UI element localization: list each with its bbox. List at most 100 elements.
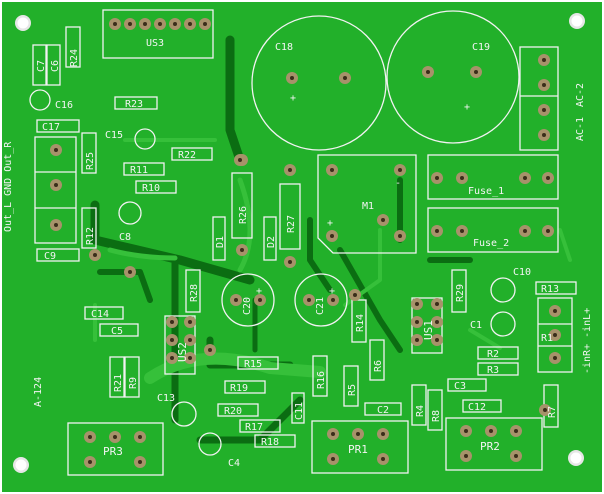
label-c8: C8 <box>119 232 131 243</box>
label-fuse-2: Fuse_2 <box>473 238 509 249</box>
label-c14: C14 <box>91 309 109 320</box>
label-c20-plus: + <box>256 286 262 297</box>
pad-drill <box>435 176 439 180</box>
label-r3: R3 <box>487 365 499 376</box>
pad-drill <box>381 218 385 222</box>
pad-drill <box>460 176 464 180</box>
label-c21: C21 <box>315 297 326 315</box>
pad-drill <box>435 338 439 342</box>
pad-drill <box>353 293 357 297</box>
pad-drill <box>128 270 132 274</box>
label-r5: R5 <box>347 384 358 396</box>
label-c5: C5 <box>111 326 123 337</box>
label-r26: R26 <box>238 206 249 224</box>
label-ac2: AC-2 <box>575 83 586 107</box>
pad-drill <box>542 133 546 137</box>
label-r2: R2 <box>487 349 499 360</box>
mounting-holes <box>13 13 585 473</box>
pad-drill <box>170 356 174 360</box>
label-c21-plus: + <box>329 286 335 297</box>
label-r1: R1 <box>541 333 553 344</box>
label-r28: R28 <box>189 284 200 302</box>
pad-drill <box>331 298 335 302</box>
label-c16: C16 <box>55 100 73 111</box>
pad-drill <box>288 260 292 264</box>
label-fuse-1: Fuse_1 <box>468 186 504 197</box>
pad-drill <box>234 298 238 302</box>
label-m1-minus: - <box>395 178 401 189</box>
label-c12: C12 <box>468 402 486 413</box>
pad-drill <box>188 320 192 324</box>
label-c6: C6 <box>50 60 61 72</box>
label-r27: R27 <box>286 215 297 233</box>
label-r12: R12 <box>85 227 96 245</box>
label-d1: D1 <box>215 236 226 248</box>
label-r10: R10 <box>142 183 160 194</box>
label-r19: R19 <box>230 383 248 394</box>
silkscreen-labels: US3 C18 C19 + + AC-2 AC-1 R24 C7 C6 C16 … <box>3 38 593 469</box>
pad-drill <box>398 234 402 238</box>
label-r18: R18 <box>261 437 279 448</box>
label-c7: C7 <box>36 60 47 72</box>
pad-drill <box>542 108 546 112</box>
pad-drill <box>381 432 385 436</box>
label-inr-inl: -inR+ -inL+ <box>582 308 593 374</box>
pad-drill <box>188 338 192 342</box>
label-r4: R4 <box>415 405 426 417</box>
pad-drill <box>138 435 142 439</box>
pad-drill <box>188 22 192 26</box>
pad-drill <box>553 333 557 337</box>
pad-drill <box>553 309 557 313</box>
label-pr2: PR2 <box>480 440 500 453</box>
pad-drill <box>93 253 97 257</box>
label-r29: R29 <box>455 284 466 302</box>
label-c9: C9 <box>44 251 56 262</box>
pad-drill <box>464 454 468 458</box>
label-us2: US2 <box>176 342 189 362</box>
pad-drill <box>435 302 439 306</box>
silkscreen-outlines <box>29 9 577 476</box>
pad-drill <box>542 58 546 62</box>
label-r6: R6 <box>373 360 384 372</box>
pad-drill <box>460 229 464 233</box>
pad-drill <box>553 356 557 360</box>
pad-drill <box>173 22 177 26</box>
label-pr3: PR3 <box>103 445 123 458</box>
label-r8: R8 <box>431 410 442 422</box>
pad-drill <box>415 338 419 342</box>
pad-drill <box>331 457 335 461</box>
label-c10: C10 <box>513 267 531 278</box>
label-c4: C4 <box>228 458 240 469</box>
label-r21: R21 <box>113 374 124 392</box>
pad-drill <box>474 70 478 74</box>
label-r15: R15 <box>244 359 262 370</box>
pad-drill <box>546 176 550 180</box>
pad-drill <box>128 22 132 26</box>
pad-drill <box>138 460 142 464</box>
pad-drill <box>415 302 419 306</box>
label-c13: C13 <box>157 393 175 404</box>
label-r14: R14 <box>355 314 366 332</box>
pad-drill <box>113 435 117 439</box>
label-ac1: AC-1 <box>575 117 586 141</box>
pad-drill <box>330 168 334 172</box>
pad-drill <box>514 454 518 458</box>
pad-drill <box>88 460 92 464</box>
label-r22: R22 <box>178 150 196 161</box>
pad-drill <box>356 432 360 436</box>
pad-drill <box>398 168 402 172</box>
label-c20: C20 <box>242 297 253 315</box>
pad-drill <box>170 338 174 342</box>
label-c2: C2 <box>377 405 389 416</box>
pad-drill <box>489 429 493 433</box>
pad-drill <box>523 229 527 233</box>
pad-drill <box>343 76 347 80</box>
pad-drill <box>208 348 212 352</box>
label-r23: R23 <box>125 99 143 110</box>
pad-drill <box>523 176 527 180</box>
label-r24: R24 <box>69 49 80 67</box>
label-pr1: PR1 <box>348 443 368 456</box>
pad-drill <box>143 22 147 26</box>
label-us1: US1 <box>422 320 435 340</box>
label-r13: R13 <box>541 284 559 295</box>
